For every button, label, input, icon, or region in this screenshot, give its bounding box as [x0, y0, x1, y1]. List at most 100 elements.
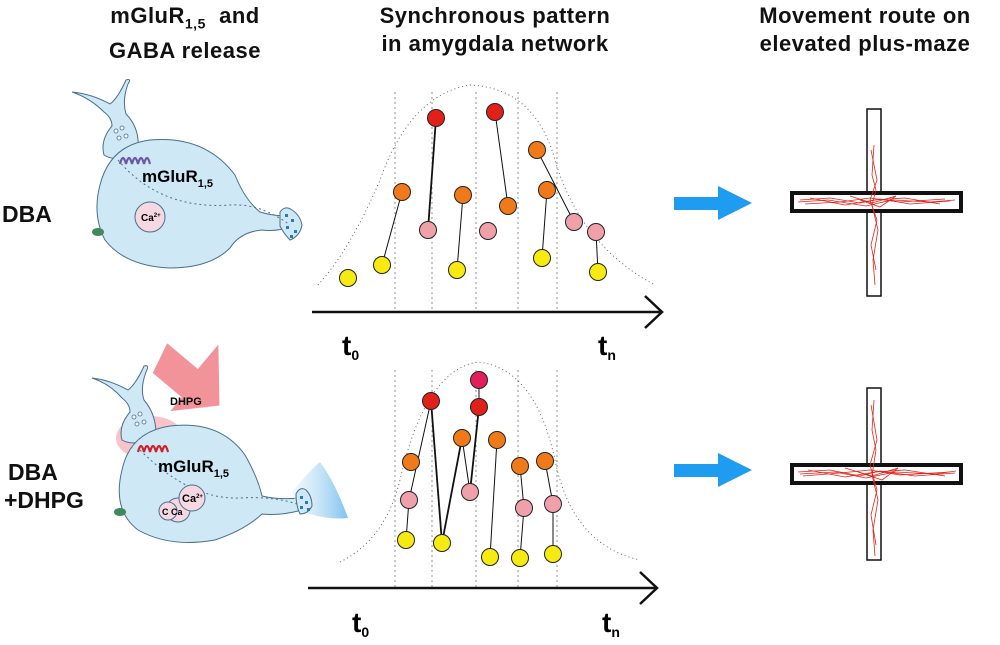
header-col1-line1: mGluR1,5 and: [60, 2, 310, 37]
channel-icon-row2: [114, 508, 126, 516]
plus-maze-row2: [790, 387, 963, 561]
row2-label-line2: +DHPG: [4, 487, 84, 513]
receptor-label-row2: mGluR1,5: [158, 457, 229, 480]
node-crimson: [470, 371, 488, 389]
time-axis-arrowhead-row2: [639, 571, 659, 605]
channel-icon-row1: [92, 228, 104, 236]
route-trace-row2: [797, 399, 957, 557]
receptor-icon-row1: [118, 156, 152, 165]
node-yellow: [448, 261, 466, 279]
envelope-curve-row2: [339, 361, 641, 563]
vesicle: [123, 133, 129, 139]
drug-arrow-row2: DHPG: [152, 343, 220, 412]
calcium-icon-row2-b: [178, 484, 206, 512]
route-trace-row1: [797, 144, 956, 286]
node-links-row1: [381, 111, 599, 273]
header-col1-and: and: [219, 3, 260, 28]
terminal-dots-row1: [285, 214, 297, 238]
dotted-path-row1: [117, 159, 291, 226]
neuron-row1: Ca2+ mGluR1,5: [71, 79, 303, 269]
receptor-label-row1: mGluR1,5: [142, 167, 213, 190]
node-yellow: [544, 545, 562, 563]
t-start-row2: t0: [352, 607, 369, 640]
vesicle: [141, 419, 147, 425]
header-col1: mGluR1,5 and GABA release: [60, 2, 310, 65]
node-orange: [536, 452, 554, 470]
header-col2: Synchronous pattern in amygdala network: [330, 2, 660, 58]
calcium-icon-row1: [134, 201, 166, 233]
vesicle: [119, 125, 125, 131]
node-yellow: [511, 549, 529, 567]
node-yellow: [397, 531, 415, 549]
header-col1-sub: 1,5: [184, 15, 206, 32]
t-end-row1: tn: [598, 330, 616, 363]
node-orange: [453, 429, 471, 447]
receptor-icon-row2: [136, 444, 170, 453]
node-pink: [461, 483, 479, 501]
envelope-curve-row1: [317, 84, 656, 286]
node-yellow: [339, 269, 357, 287]
time-bins-row1: [394, 92, 558, 312]
calcium-label-row1: Ca2+: [141, 213, 161, 224]
vesicle: [134, 421, 140, 427]
node-pink: [587, 223, 605, 241]
header-col1-mglur: mGluR: [110, 3, 185, 28]
calcium-label-row2: Ca2+: [182, 493, 203, 505]
soma-row2: [118, 424, 306, 543]
drug-label-row2: DHPG: [170, 396, 202, 408]
vesicle: [131, 414, 137, 420]
node-orange: [454, 186, 472, 204]
node-orange: [393, 183, 411, 201]
header-col3: Movement route on elevated plus-maze: [730, 2, 1000, 58]
vesicle: [116, 135, 122, 141]
vesicle: [113, 128, 119, 134]
terminal-dots-row2: [300, 496, 310, 511]
vesicle: [137, 411, 143, 417]
header-col2-line1: Synchronous pattern: [379, 3, 611, 28]
time-axis-arrowhead-row1: [644, 295, 664, 329]
row1-label-text: DBA: [2, 201, 52, 227]
node-orange: [538, 181, 556, 199]
header-col3-line1: Movement route on: [759, 3, 971, 28]
nodes-row1: [339, 103, 607, 287]
node-orange: [402, 453, 420, 471]
node-pink: [565, 213, 583, 231]
neuron-row2: Ca2+ C Ca mGluR1,5 DHPG: [91, 343, 348, 543]
header-col3-line2: elevated plus-maze: [759, 31, 971, 56]
node-yellow: [373, 256, 391, 274]
node-red: [422, 392, 440, 410]
dotted-path-row2: [139, 449, 301, 506]
t-end-row2: tn: [602, 607, 620, 640]
header-col2-line2: in amygdala network: [381, 31, 609, 56]
blue-arrow-row2: [674, 453, 752, 487]
presynaptic-terminal-row1: [71, 79, 139, 160]
row1-label: DBA: [2, 200, 52, 228]
node-pink: [419, 221, 437, 239]
node-pink: [400, 491, 418, 509]
network-row1: t0 tn: [312, 84, 664, 363]
node-red: [486, 103, 504, 121]
node-yellow: [481, 548, 499, 566]
presynaptic-terminal-row2: [91, 365, 157, 444]
node-orange: [511, 457, 529, 475]
calcium-label-row2-ca: Ca: [171, 507, 183, 517]
header-col1-line2: GABA release: [109, 38, 261, 64]
plus-maze-row1: [790, 108, 963, 297]
network-row2: t0 tn: [308, 361, 659, 640]
row2-label: DBA +DHPG: [4, 458, 84, 514]
node-pink: [515, 499, 533, 517]
blue-arrow-row1: [674, 186, 752, 220]
row2-label-line1: DBA: [8, 459, 58, 485]
node-yellow: [433, 534, 451, 552]
node-orange: [499, 197, 517, 215]
node-orange: [528, 141, 546, 159]
calcium-label-row2-c: C: [162, 507, 169, 517]
nodes-row2: [397, 371, 562, 567]
node-orange: [488, 431, 506, 449]
calcium-icon-row2-c: [158, 501, 178, 521]
node-red: [470, 398, 488, 416]
node-red: [427, 109, 445, 127]
node-pink: [544, 495, 562, 513]
maze-open-arm-row2: [790, 463, 963, 485]
